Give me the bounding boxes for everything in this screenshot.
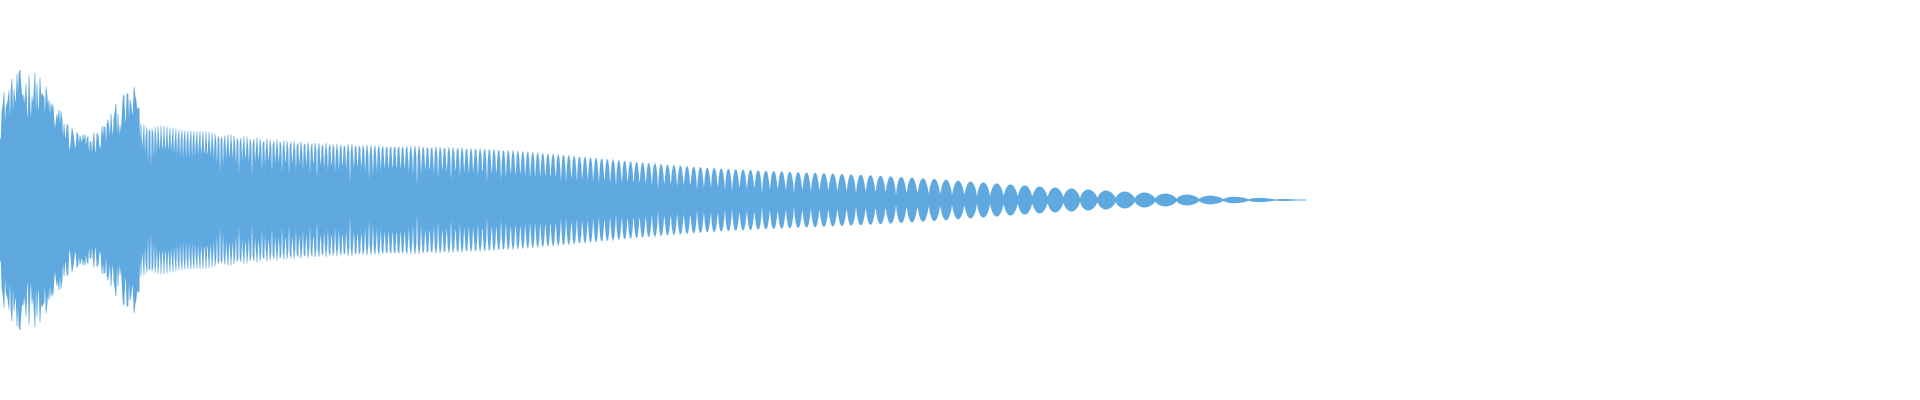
- waveform-shape: [0, 69, 1307, 331]
